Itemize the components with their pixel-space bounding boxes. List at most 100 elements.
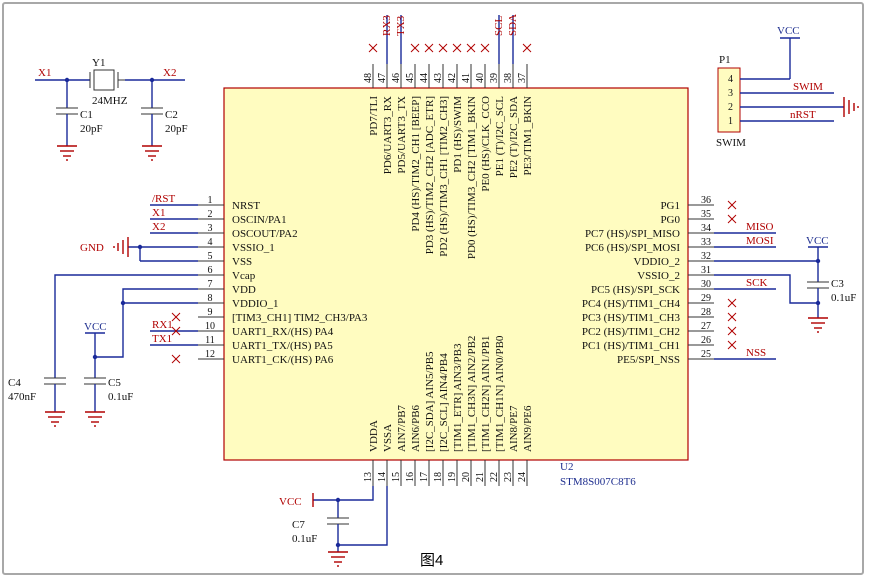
net-gnd: GND	[80, 242, 104, 254]
pin-name: PG0	[660, 214, 680, 226]
pin-name: VSSIO_1	[232, 242, 275, 254]
pin-name: PE5/SPI_NSS	[617, 354, 680, 366]
pin-number: 12	[205, 349, 215, 360]
header-pin-num: 1	[728, 116, 733, 127]
header-body	[717, 67, 741, 133]
pin-number: 36	[701, 195, 711, 206]
vcc-label-c7: VCC	[279, 496, 302, 508]
pin-number: 8	[208, 293, 213, 304]
pin-name: PD2 (HS)/TIM3_CH1 [TIM2_CH3]	[438, 96, 450, 257]
pin-name: PC3 (HS)/TIM1_CH3	[582, 312, 681, 324]
pin-name: UART1_TX/(HS) PA5	[232, 340, 333, 352]
net-nss: NSS	[746, 347, 766, 359]
pin-number: 32	[701, 251, 711, 262]
pin-number: 22	[489, 472, 500, 482]
pin-name: Vcap	[232, 270, 256, 282]
net-miso: MISO	[746, 221, 774, 233]
net-x2-crystal: X2	[163, 67, 176, 79]
pin-number: 46	[391, 73, 402, 83]
pin-name: PD5/UART3_TX	[396, 96, 408, 174]
pin-number: 23	[503, 472, 514, 482]
pin-name: UART1_CK/(HS) PA6	[232, 354, 334, 366]
pin-number: 25	[701, 349, 711, 360]
right-wiring: MISO MOSI VCC C3 0.1uF SCK NSS	[714, 200, 856, 360]
c3-ref: C3	[831, 278, 844, 290]
mcu-part-number: STM8S007C8T6	[560, 476, 636, 488]
c5-ref: C5	[108, 377, 121, 389]
pin-name: NRST	[232, 200, 260, 212]
pin-name: PE2 (T)/I2C_SDA	[508, 96, 520, 178]
pin-number: 21	[475, 472, 486, 482]
no-connect-marks-left	[171, 312, 181, 364]
pin-number: 28	[701, 307, 711, 318]
net-tx1: TX1	[152, 333, 172, 345]
pin-name: VSSIO_2	[637, 270, 680, 282]
pin-name: PC5 (HS)/SPI_SCK	[591, 284, 680, 296]
pin-number: 48	[363, 73, 374, 83]
pin-name: [TIM1_CH1N] AIN0/PB0	[494, 335, 506, 452]
pin-name: OSCOUT/PA2	[232, 228, 298, 240]
pin-number: 10	[205, 321, 215, 332]
vcc-label-c5: VCC	[84, 321, 107, 333]
pin-number: 17	[419, 472, 430, 482]
header-pin-num: 3	[728, 88, 733, 99]
pin-number: 9	[208, 307, 213, 318]
mcu-designator: U2	[560, 461, 573, 473]
pin-number: 47	[377, 73, 388, 83]
net-tx3: TX3	[395, 15, 407, 36]
pin-name: PC4 (HS)/TIM1_CH4	[582, 298, 681, 310]
ground-symbol	[328, 551, 348, 567]
net-rx3: RX3	[381, 15, 393, 36]
ground-symbol	[843, 97, 859, 117]
pin-name: PC1 (HS)/TIM1_CH1	[582, 340, 680, 352]
pin-number: 6	[208, 265, 213, 276]
header-ref: P1	[719, 54, 731, 66]
ground-symbol	[113, 237, 129, 257]
ground-symbol	[57, 145, 77, 161]
pin-name: [TIM1_CH2N] AIN1/PB1	[480, 336, 492, 452]
pin-name: [TIM1_CH3N] AIN2/PB2	[466, 336, 478, 452]
left-wiring: /RST X1 X2 GND C4 470nF VCC	[8, 193, 198, 427]
net-scl: SCL	[493, 16, 505, 36]
pin-number: 39	[489, 73, 500, 83]
pin-number: 29	[701, 293, 711, 304]
pin-number: 11	[205, 335, 215, 346]
net-swim: SWIM	[793, 81, 823, 93]
net-rx1: RX1	[152, 319, 173, 331]
net-sck: SCK	[746, 277, 767, 289]
crystal-circuit: Y1 24MHZ X1 X2 C1 20pF C2 20pF	[35, 57, 188, 161]
pin-number: 37	[517, 73, 528, 83]
pin-name: PE0 (HS)/CLK_CCO	[480, 96, 492, 192]
pin-number: 4	[208, 237, 213, 248]
pin-number: 43	[433, 73, 444, 83]
pin-number: 30	[701, 279, 711, 290]
c4-value: 470nF	[8, 391, 36, 403]
pin-name: PD0 (HS)/TIM3_CH2 [TIM1_BKIN	[466, 96, 478, 259]
pin-number: 13	[363, 472, 374, 482]
pin-number: 35	[701, 209, 711, 220]
pin-name: VSSA	[382, 424, 394, 452]
net-sda: SDA	[507, 14, 519, 36]
pin-name: VDD	[232, 284, 256, 296]
pin-number: 14	[377, 472, 388, 482]
pin-name: OSCIN/PA1	[232, 214, 287, 226]
no-connect-marks-top	[368, 43, 532, 53]
ground-symbol	[45, 411, 65, 427]
pin-number: 24	[517, 472, 528, 482]
pin-name: [TIM1_ETR] AIN3/PB3	[452, 343, 464, 452]
vcc-label-c3: VCC	[806, 235, 829, 247]
net-nrst: nRST	[790, 109, 816, 121]
pin-number: 31	[701, 265, 711, 276]
pin-number: 38	[503, 73, 514, 83]
pin-number: 5	[208, 251, 213, 262]
crystal-ref: Y1	[92, 57, 105, 69]
figure-frame	[2, 2, 864, 575]
pin-name: [I2C_SCL] AIN4/PB4	[438, 353, 450, 452]
c5-value: 0.1uF	[108, 391, 133, 403]
pin-number: 3	[208, 223, 213, 234]
pin-name: PD1 (HS)/SWIM	[452, 96, 464, 173]
pin-number: 27	[701, 321, 711, 332]
pin-number: 26	[701, 335, 711, 346]
pin-number: 42	[447, 73, 458, 83]
pin-name: AIN6/PB6	[410, 404, 422, 452]
